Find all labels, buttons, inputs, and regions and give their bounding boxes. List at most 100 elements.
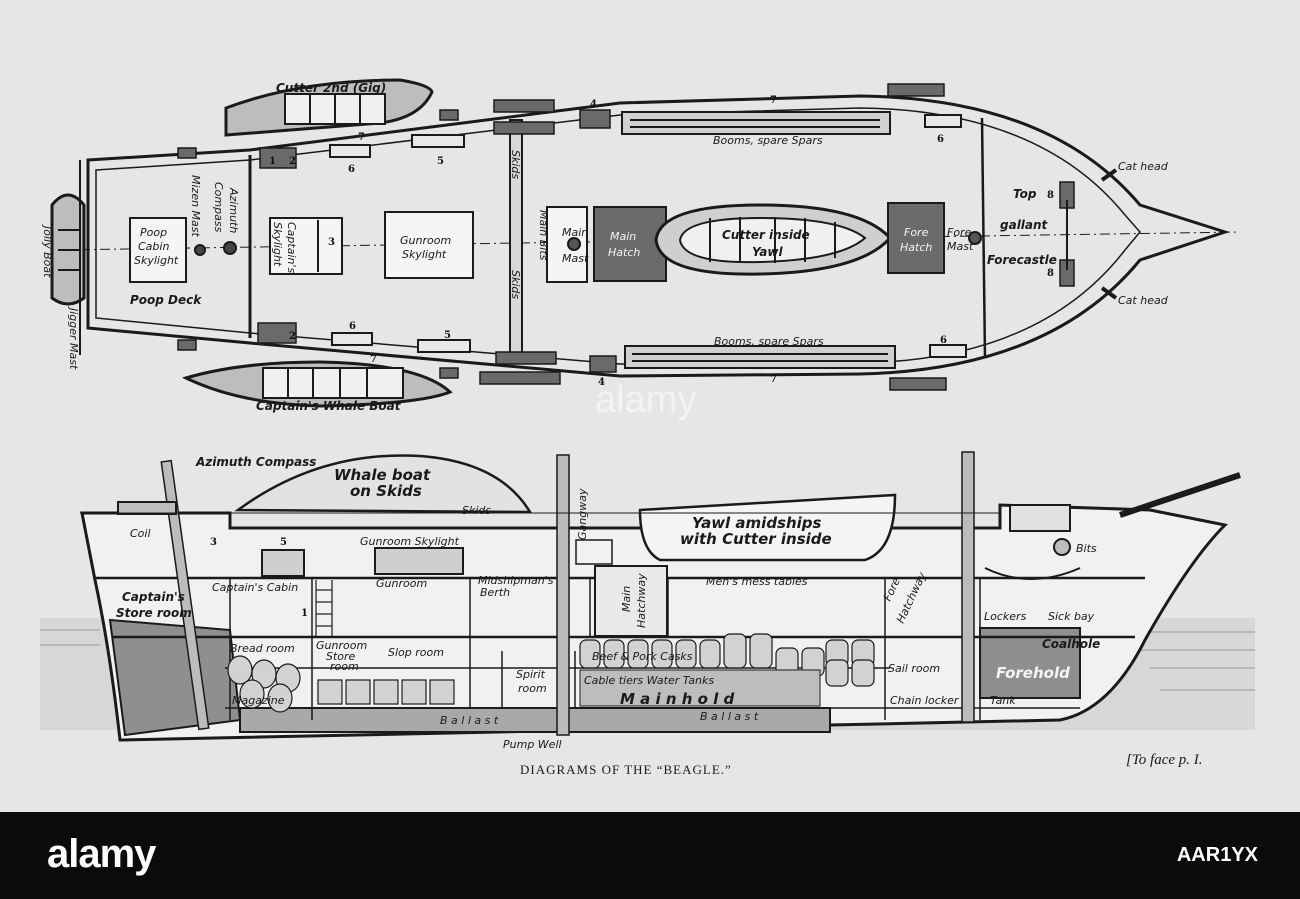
plan-numbers: 1 2 2 3 4 4 5 5 6 6 6 6 7 7 7 7 8 8: [269, 95, 1054, 388]
label-poop-deck: Poop Deck: [130, 293, 202, 307]
label-cutter-inside: Cutter inside: [722, 228, 810, 242]
label-cutter-gig: Cutter 2nd (Gig): [276, 81, 386, 95]
label-poop-cabin-3: Skylight: [134, 254, 179, 267]
label-azimuth-1: Azimuth: [227, 187, 240, 233]
forehold: [979, 627, 1081, 699]
azimuth-compass-plan: [223, 241, 237, 255]
label-booms-bottom: Booms, spare Spars: [714, 335, 824, 348]
label-cat-head-bottom: Cat head: [1118, 294, 1169, 307]
beagle-diagram: alamy Cutter 2nd (Gig) Jolly Boat Jigger…: [40, 78, 1255, 777]
num-6a: 6: [348, 164, 355, 175]
plan-hull-outline: [86, 94, 1230, 378]
label-num-1: 1: [301, 608, 308, 619]
label-jigger-mast: Jigger Mast: [67, 306, 80, 370]
num-6c: 6: [937, 134, 944, 145]
label-num-5: 5: [280, 537, 287, 548]
label-main-hatch-2: Hatch: [608, 246, 640, 259]
label-main-hatch-1: Main: [610, 230, 636, 243]
label-main-mast-2: Mast: [562, 252, 589, 265]
section-view: [40, 451, 1255, 742]
num-7c: 7: [770, 95, 777, 106]
label-lockers: Lockers: [984, 610, 1027, 623]
num-6d: 6: [940, 335, 947, 346]
label-main-mast-1: Main: [562, 226, 588, 239]
label-midshipmans-1: Midshipman's: [478, 574, 554, 587]
label-whale-boat-1: Whale boat: [334, 466, 431, 484]
plan-fittings: [177, 83, 1075, 391]
label-gangway: Gangway: [576, 488, 589, 540]
gunroom-skylight: [384, 211, 474, 279]
label-captains-store-2: Store room: [116, 606, 192, 620]
label-skids-bottom: Skids: [509, 270, 522, 299]
label-jolly-boat: Jolly Boat: [41, 224, 54, 278]
label-tank: Tank: [990, 694, 1016, 707]
plan-view: [50, 78, 1241, 408]
label-mizen-mast: Mizen Mast: [189, 175, 202, 238]
label-gunroom-skylight-2: Skylight: [402, 248, 447, 261]
poop-cabin-skylight: [129, 217, 187, 283]
ballast: [239, 707, 831, 733]
label-azimuth-2: Compass: [212, 182, 225, 233]
num-8b: 8: [1047, 268, 1054, 279]
booms-bottom: [624, 345, 896, 369]
label-poop-cabin-2: Cabin: [138, 240, 169, 253]
label-ballast-left: B a l l a s t: [440, 714, 499, 727]
label-fore-mast-2: Mast: [947, 240, 974, 253]
num-2b: 2: [289, 331, 296, 342]
label-coalhole: Coalhole: [1042, 637, 1100, 651]
main-bits: [546, 206, 588, 283]
label-gunroom-store-2: Store: [326, 650, 356, 663]
label-cat-head-top: Cat head: [1118, 160, 1169, 173]
footer-logo: alamy: [47, 832, 156, 876]
num-4b: 4: [598, 377, 605, 388]
label-top-gallant-2: gallant: [1000, 218, 1049, 232]
label-bread-room: Bread room: [230, 642, 295, 655]
label-captains-whale-boat: Captain's Whale Boat: [256, 399, 402, 413]
label-sick-bay: Sick bay: [1048, 610, 1095, 623]
label-coil: Coil: [130, 527, 151, 540]
num-8a: 8: [1047, 190, 1054, 201]
label-yawl-2: with Cutter inside: [680, 530, 832, 548]
label-skids: Skids: [462, 504, 491, 517]
label-yawl: Yawl: [752, 245, 783, 259]
label-top-gallant-1: Top: [1013, 187, 1037, 201]
whale-boat-skids: [234, 454, 533, 514]
footer-image-id: AAR1YX: [1176, 844, 1258, 866]
label-gunroom-store-3: room: [330, 660, 359, 673]
label-chain-locker: Chain locker: [890, 694, 960, 707]
num-7a: 7: [358, 132, 365, 143]
fore-hatch: [887, 202, 945, 274]
label-beef-pork: Beef & Pork Casks: [592, 650, 693, 663]
num-4a: 4: [590, 99, 597, 110]
label-whale-boat-2: on Skids: [350, 482, 422, 500]
plan-guns: [329, 114, 967, 358]
num-7d: 7: [770, 374, 777, 385]
label-num-3: 3: [210, 537, 217, 548]
label-main-hatchway-2: Hatchway: [635, 573, 648, 628]
mizen-mast: [194, 244, 206, 256]
label-captains-cabin: Captain's Cabin: [212, 581, 298, 594]
num-3: 3: [328, 237, 335, 248]
label-forecastle: Forecastle: [987, 253, 1057, 267]
label-sail-room: Sail room: [888, 662, 940, 675]
label-mainhold: M a i n h o l d: [620, 690, 735, 708]
label-main-hatchway-1: Main: [620, 586, 633, 612]
stock-footer-bar: [0, 812, 1300, 899]
label-captains-store-1: Captain's: [122, 590, 185, 604]
label-azimuth-compass: Azimuth Compass: [195, 455, 316, 469]
booms-top: [621, 111, 891, 135]
label-ballast-right: B a l l a s t: [700, 710, 759, 723]
label-fore-hatch-1: Fore: [904, 226, 929, 239]
caption: DIAGRAMS OF THE “BEAGLE.”: [520, 762, 732, 777]
to-face-note: [To face p. I.: [1126, 752, 1203, 768]
label-mens-mess: Men's mess tables: [706, 575, 808, 588]
label-magazine: Magazine: [232, 694, 285, 707]
label-gunroom: Gunroom: [376, 577, 427, 590]
num-6b: 6: [349, 321, 356, 332]
num-5a: 5: [437, 156, 444, 167]
label-fore-hatch-2: Hatch: [900, 241, 932, 254]
casks: [227, 633, 875, 713]
label-spirit-room-1: Spirit: [516, 668, 546, 681]
label-poop-cabin-1: Poop: [140, 226, 167, 239]
watermark: alamy: [595, 379, 696, 421]
